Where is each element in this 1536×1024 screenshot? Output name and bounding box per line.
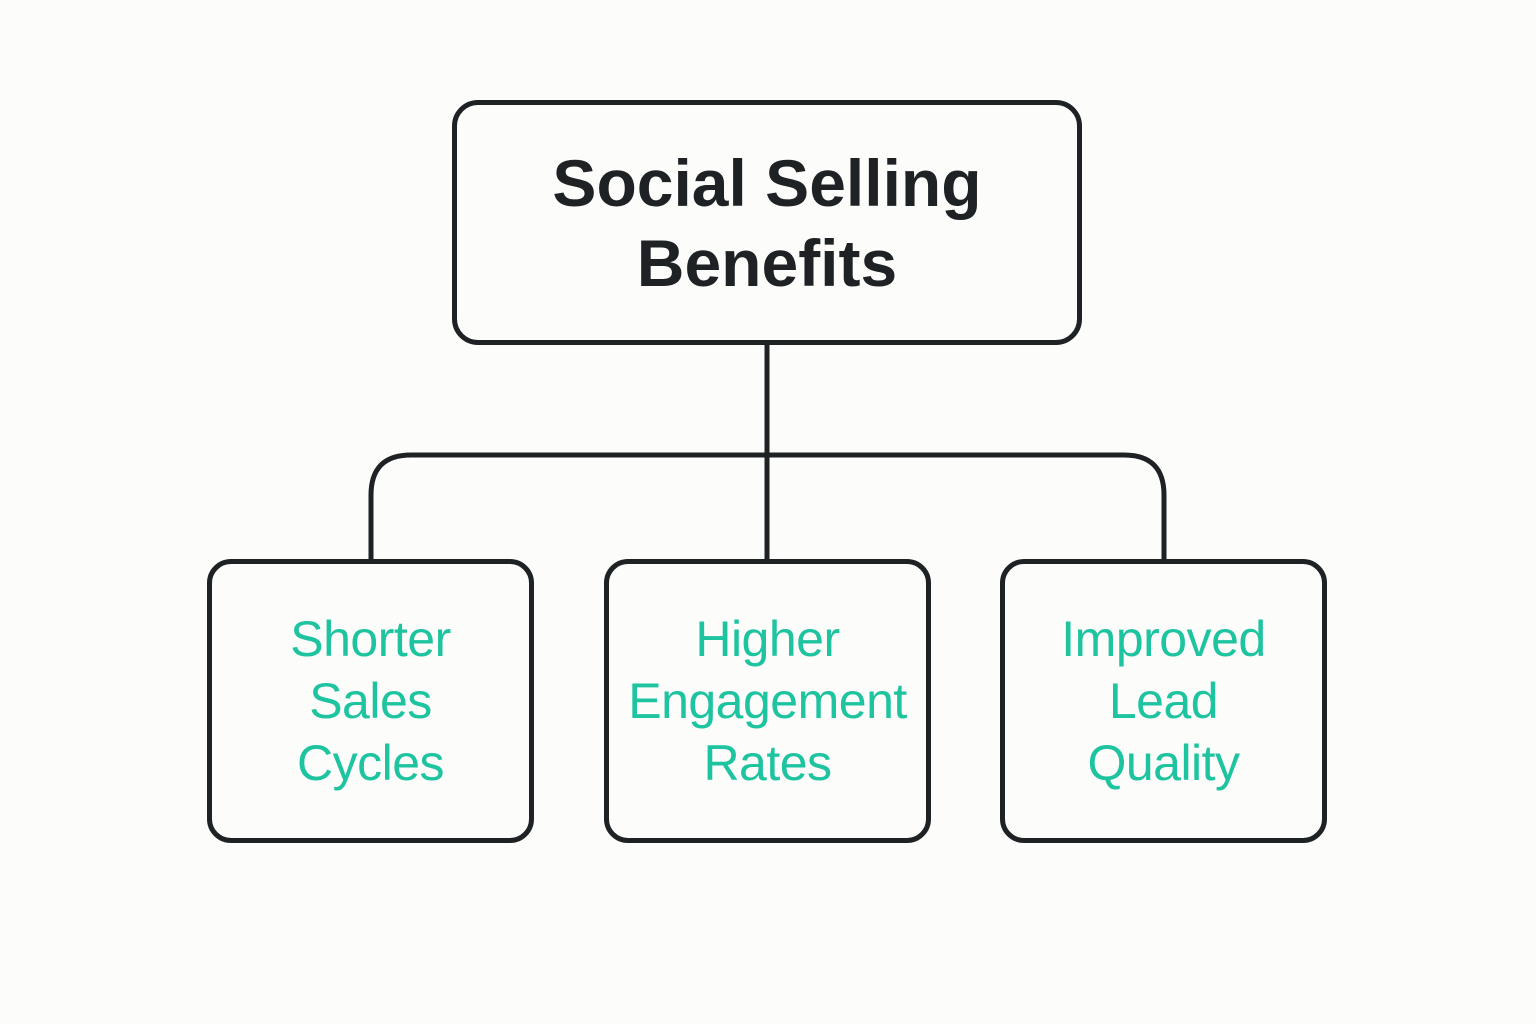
child-label-line: Rates — [703, 735, 832, 791]
child-label-line: Higher — [695, 611, 840, 667]
child-label-line: Sales — [309, 673, 432, 729]
root-node: Social Selling Benefits — [452, 100, 1082, 345]
child-label-line: Cycles — [296, 735, 445, 791]
child-label-line: Lead — [1108, 673, 1219, 729]
child-node-improved-lead-quality: Improved Lead Quality — [1000, 559, 1327, 843]
child-node-higher-engagement-rates: Higher Engagement Rates — [604, 559, 931, 843]
child-label-line: Shorter — [290, 611, 451, 667]
child-label-line: Quality — [1087, 735, 1240, 791]
root-title-line1: Social Selling — [552, 145, 982, 220]
child-node-shorter-sales-cycles: Shorter Sales Cycles — [207, 559, 534, 843]
branch-connector — [368, 452, 1167, 560]
child-label-line: Improved — [1061, 611, 1266, 667]
root-title-line2: Benefits — [636, 225, 898, 300]
child-label-line: Engagement — [628, 673, 907, 729]
